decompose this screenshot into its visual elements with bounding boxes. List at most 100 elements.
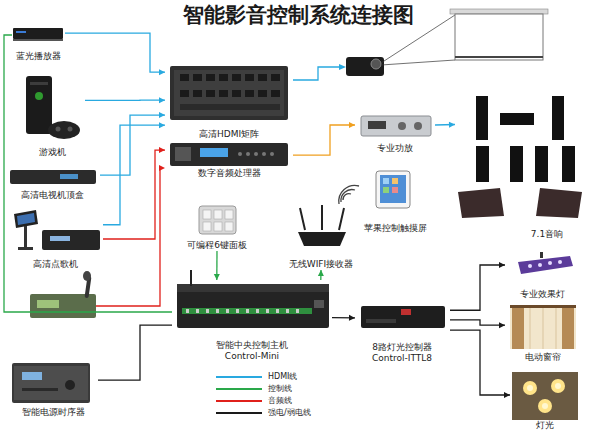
connector [214,251,220,280]
device-label: 高清HDMI矩阵 [165,129,293,140]
arrow-head [159,69,165,75]
device-label: 苹果控制触摸屏 [355,223,435,234]
device-node: 高清电视机顶盒 [5,165,100,201]
device-label-group: 高清HDMI矩阵 [165,129,293,140]
device-label-group: 苹果控制触摸屏 [355,223,435,234]
device-node: 高清HDMI矩阵 [165,62,293,140]
device-node: 数字音频处理器 [165,141,293,179]
device-node: 游戏机 [20,72,85,158]
device-label: 高清点歌机 [8,259,103,270]
connector [293,122,355,155]
device-label-group: 智能电源时序器 [8,407,98,418]
legend: HDMI线控制线音频线强电/弱电线 [216,371,336,419]
device-node: 智能电源时序器 [8,358,98,418]
legend-line-sample [216,400,262,402]
connector-line [450,320,505,325]
connector [98,325,172,380]
connector [318,270,324,280]
connector-line [4,35,172,312]
device-node: 电动窗帘 [505,303,580,363]
device-label-group: 游戏机 [20,147,85,158]
connector [103,122,165,225]
connector-line [450,330,510,395]
device-label: 数字音频处理器 [165,168,293,179]
device-label-group: 8路灯光控制器 Control-ITTL8 [357,342,447,364]
device-label: 电动窗帘 [505,352,580,363]
legend-row: 音频线 [216,395,336,407]
legend-row: 强电/弱电线 [216,407,336,419]
diagram-title: 智能影音控制系统连接图 [0,3,597,27]
device-label: 专业功放 [355,143,435,154]
device-label-group: 可编程6键面板 [178,240,256,251]
device-label: 蓝光播放器 [12,51,65,62]
connector-line [293,125,355,155]
legend-text: HDMI线 [268,371,297,383]
device-node: 7.1音响 [455,90,585,240]
device-label-group: 灯光 [510,420,580,431]
device-label: 无线WIFI接收器 [285,259,357,270]
arrow-head [214,274,220,280]
connector-line [98,325,172,380]
arrow-head [449,122,455,128]
device-node: 灯光 [510,370,580,431]
device-label: 专业效果灯 [505,289,580,300]
connector [332,315,355,321]
arrow-head [159,122,165,128]
legend-line-sample [216,388,262,390]
device-label: 灯光 [510,420,580,431]
connector [85,97,165,103]
device-node: 8路灯光控制器 Control-ITTL8 [355,300,450,364]
connector-line [103,150,165,239]
device-label: 游戏机 [20,147,85,158]
device-node: 蓝光播放器 [12,24,65,62]
connector-line [103,125,165,225]
legend-line-sample [216,412,262,414]
arrow-head [318,270,324,276]
legend-text: 控制线 [268,383,292,395]
arrow-head [499,262,505,268]
device-node: 苹果控制触摸屏 [355,168,435,234]
connector-line [65,33,165,72]
connector-line [85,100,165,101]
device-node: 无线WIFI接收器 [285,200,357,270]
legend-text: 音频线 [268,395,292,407]
legend-row: HDMI线 [216,371,336,383]
arrow-head [159,165,165,171]
device-node: 专业效果灯 [505,250,580,300]
device-label: 8路灯光控制器 Control-ITTL8 [357,342,447,364]
device-label: 7.1音响 [517,229,577,240]
device-label-group: 数字音频处理器 [165,168,293,179]
device-label-group: 专业效果灯 [505,289,580,300]
arrow-head [499,322,505,328]
device-label: 智能电源时序器 [8,407,98,418]
legend-text: 强电/弱电线 [268,407,311,419]
arrow-head [504,392,510,398]
connector-line [450,265,505,310]
device-label-group: 7.1音响 [517,229,577,240]
device-label-group: 专业功放 [355,143,435,154]
device-label-group: 蓝光播放器 [12,51,65,62]
legend-line-sample [216,376,262,378]
connector [450,262,505,310]
arrow-head [159,147,165,153]
connector [450,330,510,398]
device-node: 智能中央控制主机 Control-Mini [172,280,332,362]
arrow-head [159,112,165,118]
device-label-group: 高清点歌机 [8,259,103,270]
arrow-head [159,97,165,103]
device-label-group: 电动窗帘 [505,352,580,363]
device-node: 高清点歌机 [8,208,103,270]
connector [4,35,172,312]
arrow-head [349,122,355,128]
device-label-group: 无线WIFI接收器 [285,259,357,270]
connector [103,147,165,239]
device-label-group: 智能中央控制主机 Control-Mini [202,340,302,362]
device-label: 可编程6键面板 [178,240,256,251]
arrow-head [349,315,355,321]
legend-row: 控制线 [216,383,336,395]
connector [435,122,455,128]
device-label: 高清电视机顶盒 [5,190,100,201]
